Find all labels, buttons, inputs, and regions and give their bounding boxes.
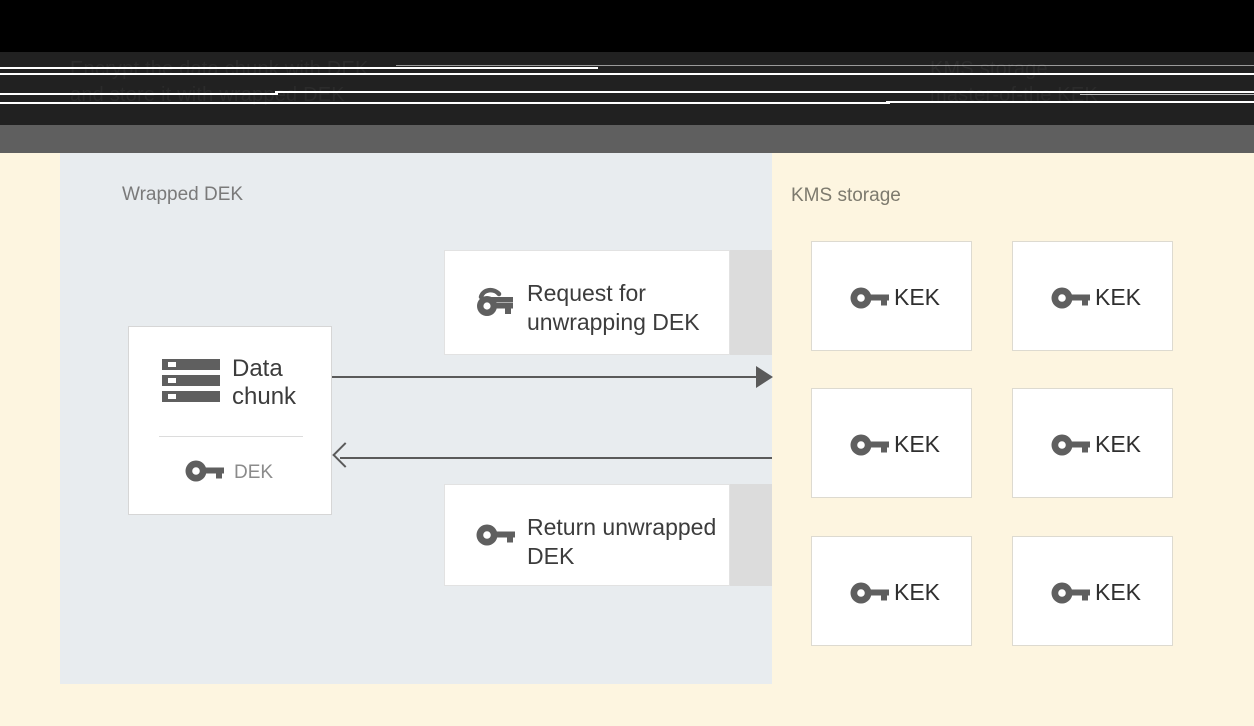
kek-label: KEK xyxy=(1095,579,1142,605)
header-rule-5 xyxy=(0,102,890,104)
data-chunk-divider xyxy=(159,436,303,437)
header-text-left: Encrypt the data chunk with DEK and store… xyxy=(70,56,369,108)
key-icon xyxy=(476,523,516,552)
kek-box[interactable]: KEK xyxy=(811,536,972,646)
data-chunk-card[interactable]: Data chunk DEK xyxy=(128,326,332,515)
request-arrow-head xyxy=(756,366,773,388)
request-card-shadow xyxy=(730,250,772,355)
header-rule-3 xyxy=(0,93,278,95)
request-card-text: Request for unwrapping DEK xyxy=(527,280,700,335)
wrapped-dek-label: Wrapped DEK xyxy=(122,184,244,205)
key-icon xyxy=(1051,286,1091,315)
header-rule-4 xyxy=(275,91,1254,93)
kms-storage-title: KMS storage xyxy=(791,185,901,206)
header-right-line-2: master-of-the KEK xyxy=(930,84,1098,106)
kek-label: KEK xyxy=(894,284,941,310)
data-chunk-title: Data chunk xyxy=(232,355,297,410)
key-icon xyxy=(1051,581,1091,610)
top-gray-band xyxy=(0,125,1254,153)
kek-label: KEK xyxy=(1095,284,1142,310)
key-icon xyxy=(185,459,225,488)
wrapped-key-icon xyxy=(475,287,515,326)
key-icon xyxy=(1051,433,1091,462)
kek-box[interactable]: KEK xyxy=(1012,388,1173,498)
dek-label: DEK xyxy=(234,462,274,483)
key-icon xyxy=(850,581,890,610)
wrapped-dek-title-row: Wrapped DEK xyxy=(70,182,244,389)
key-icon xyxy=(850,286,890,315)
kek-grid: KEK KEK KEK xyxy=(811,241,1173,646)
header-rule-6 xyxy=(886,101,1254,103)
header-rule-1 xyxy=(0,67,598,69)
header-line-1: Encrypt the data chunk with DEK xyxy=(70,58,369,80)
request-card[interactable]: Request for unwrapping DEK xyxy=(444,250,730,355)
header-right-line-1: KMS storage xyxy=(930,58,1048,80)
header-rule-2 xyxy=(0,73,1254,75)
request-arrow-line xyxy=(332,376,770,378)
header-rule-8 xyxy=(1080,94,1254,95)
kek-box[interactable]: KEK xyxy=(1012,241,1173,351)
kek-label: KEK xyxy=(1095,431,1142,457)
return-card-text: Return unwrapped DEK xyxy=(527,514,717,569)
kek-label: KEK xyxy=(894,431,941,457)
key-icon xyxy=(850,433,890,462)
data-chunk-icon xyxy=(162,357,220,410)
header-rule-7 xyxy=(396,65,1254,66)
kek-box[interactable]: KEK xyxy=(811,241,972,351)
top-black-band xyxy=(0,0,1254,52)
obscured-header-band: Encrypt the data chunk with DEK and store… xyxy=(0,52,1254,125)
kek-box[interactable]: KEK xyxy=(1012,536,1173,646)
return-card[interactable]: Return unwrapped DEK xyxy=(444,484,730,586)
return-card-shadow xyxy=(730,484,772,586)
header-line-2: and store it with wrapped DEK xyxy=(70,84,345,106)
kek-box[interactable]: KEK xyxy=(811,388,972,498)
kek-label: KEK xyxy=(894,579,941,605)
return-arrow-line xyxy=(340,457,772,459)
